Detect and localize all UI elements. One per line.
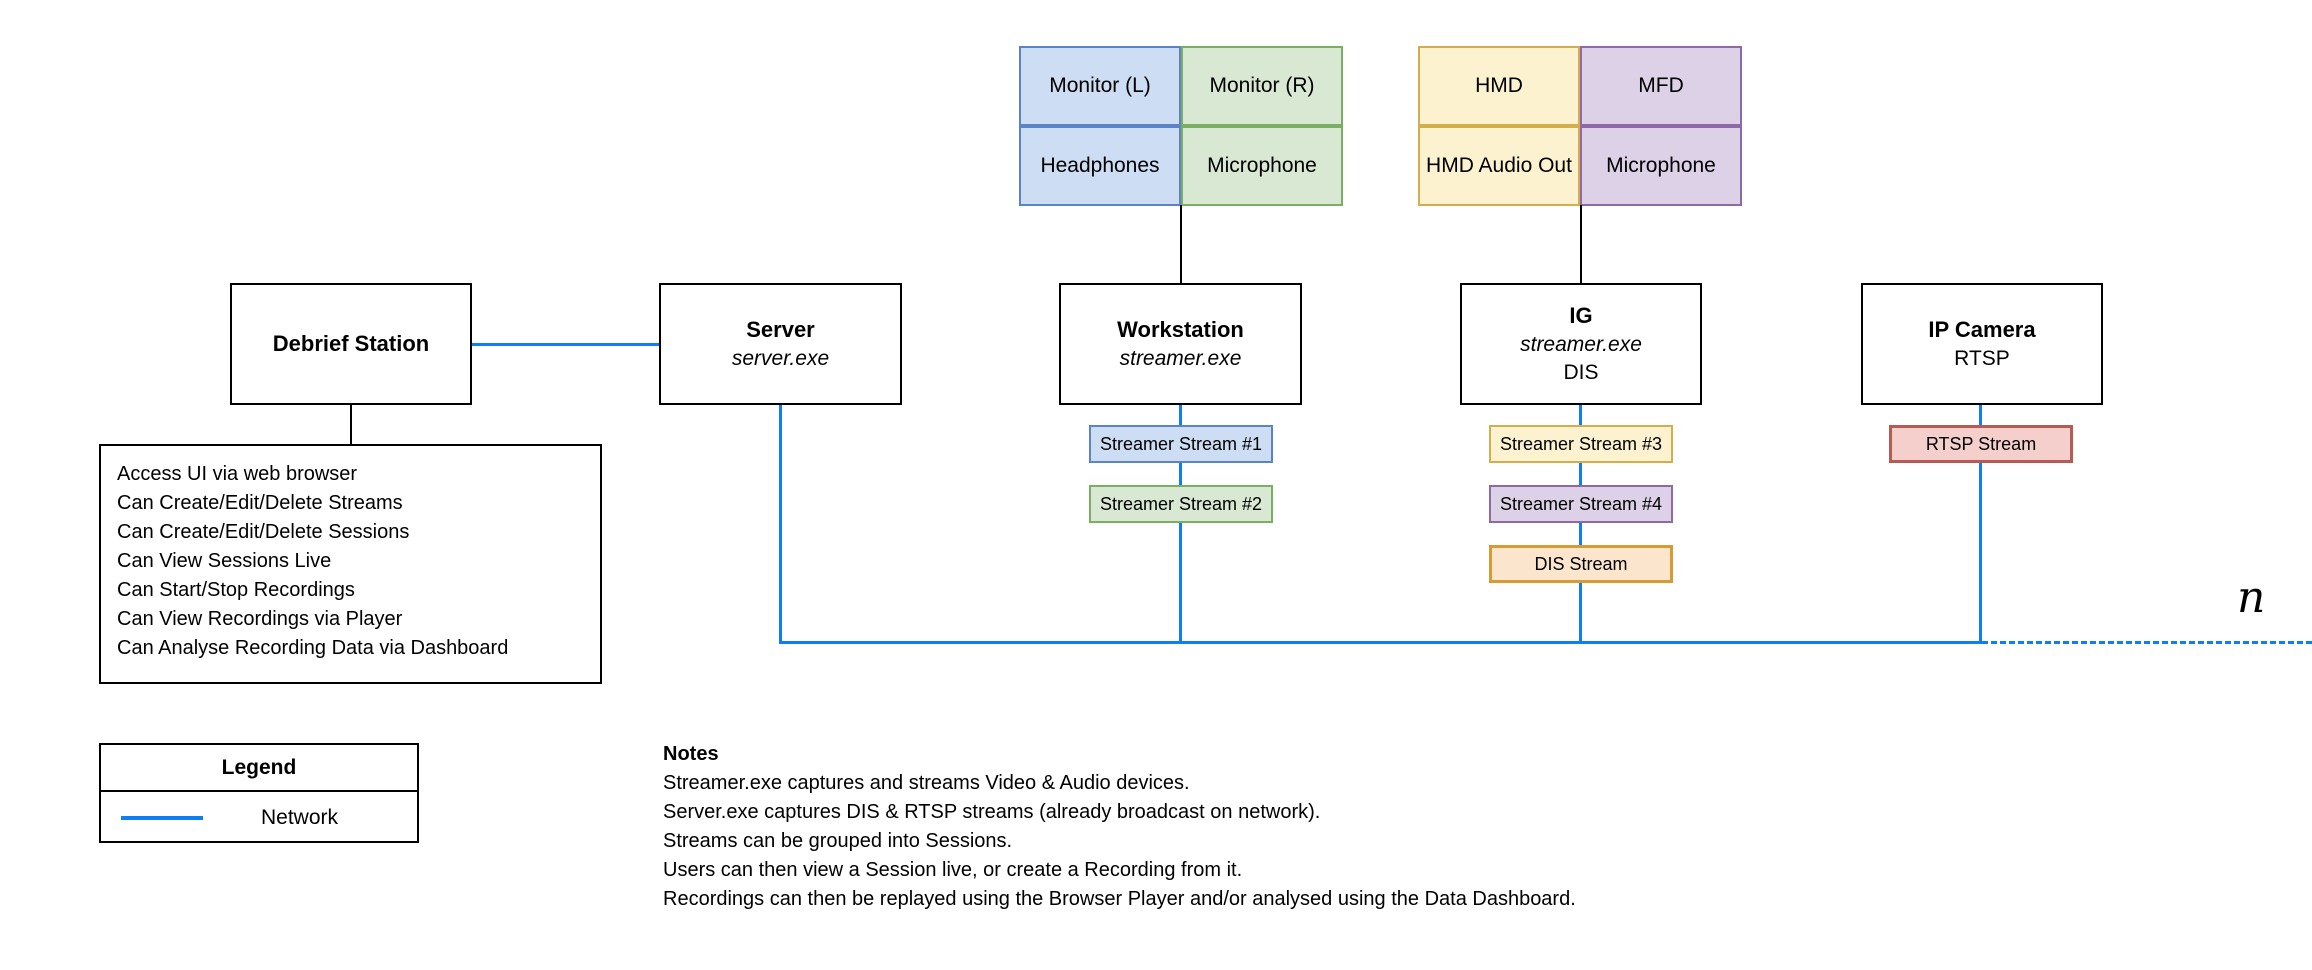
- capability-line: Can View Sessions Live: [117, 550, 332, 572]
- network-bus-solid: [779, 641, 1982, 644]
- capability-line: Can Start/Stop Recordings: [117, 579, 355, 601]
- network-line-swatch: [121, 815, 203, 820]
- debrief-capabilities-box: Access UI via web browser Can Create/Edi…: [99, 444, 602, 684]
- node-server: Server server.exe: [659, 283, 902, 405]
- device-microphone-workstation: Microphone: [1181, 126, 1343, 206]
- stream-streamer-1: Streamer Stream #1: [1089, 425, 1273, 463]
- notes-line: Streams can be grouped into Sessions.: [663, 830, 1013, 852]
- legend-title: Legend: [101, 745, 417, 792]
- node-subtitle: streamer.exe: [1520, 332, 1642, 356]
- device-monitor-right: Monitor (R): [1181, 46, 1343, 126]
- capability-line: Can Create/Edit/Delete Sessions: [117, 521, 410, 543]
- connector-debrief-capabilities: [350, 405, 352, 444]
- network-link-debrief-server: [472, 343, 659, 346]
- notes-line: Streamer.exe captures and streams Video …: [663, 772, 1190, 794]
- capability-line: Can Create/Edit/Delete Streams: [117, 492, 403, 514]
- device-headphones: Headphones: [1019, 126, 1181, 206]
- node-subtitle2: DIS: [1563, 360, 1599, 384]
- device-microphone-ig: Microphone: [1580, 126, 1742, 206]
- node-subtitle: server.exe: [731, 346, 830, 370]
- node-workstation: Workstation streamer.exe: [1059, 283, 1302, 405]
- capability-line: Can View Recordings via Player: [117, 608, 403, 630]
- stream-streamer-3: Streamer Stream #3: [1489, 425, 1673, 463]
- capability-line: Access UI via web browser: [117, 463, 358, 485]
- node-title: Server: [746, 316, 815, 342]
- network-drop-ip-camera: [1979, 405, 1982, 644]
- device-monitor-left: Monitor (L): [1019, 46, 1181, 126]
- network-bus-dashed: [1982, 641, 2312, 644]
- connector-devices-ig: [1580, 205, 1582, 283]
- node-subtitle: RTSP: [1954, 346, 2010, 370]
- ig-device-grid: HMD MFD HMD Audio Out Microphone: [1418, 46, 1742, 206]
- node-title: IG: [1569, 302, 1593, 328]
- stream-rtsp: RTSP Stream: [1889, 425, 2073, 463]
- node-ig: IG streamer.exe DIS: [1460, 283, 1702, 405]
- device-hmd: HMD: [1418, 46, 1580, 126]
- workstation-device-grid: Monitor (L) Monitor (R) Headphones Micro…: [1019, 46, 1343, 206]
- network-drop-ig: [1579, 405, 1582, 644]
- device-hmd-audio-out: HMD Audio Out: [1418, 126, 1580, 206]
- network-drop-server: [779, 405, 782, 644]
- legend-row-network: Network: [101, 792, 417, 843]
- stream-dis: DIS Stream: [1489, 545, 1673, 583]
- notes-line: Recordings can then be replayed using th…: [663, 888, 1576, 910]
- stream-streamer-4: Streamer Stream #4: [1489, 485, 1673, 523]
- node-title: Workstation: [1117, 316, 1244, 342]
- n-repetition-label: n: [2237, 572, 2266, 623]
- node-ip-camera: IP Camera RTSP: [1861, 283, 2103, 405]
- node-title: Debrief Station: [272, 331, 430, 357]
- notes-line: Users can then view a Session live, or c…: [663, 859, 1243, 881]
- capability-line: Can Analyse Recording Data via Dashboard: [117, 637, 509, 659]
- connector-devices-workstation: [1180, 205, 1182, 283]
- legend: Legend Network: [99, 743, 419, 843]
- stream-streamer-2: Streamer Stream #2: [1089, 485, 1273, 523]
- network-drop-workstation: [1179, 405, 1182, 644]
- node-debrief-station: Debrief Station: [230, 283, 472, 405]
- notes-line: Server.exe captures DIS & RTSP streams (…: [663, 801, 1321, 823]
- legend-network-label: Network: [261, 805, 339, 829]
- notes-title: Notes: [663, 743, 719, 765]
- node-subtitle: streamer.exe: [1119, 346, 1242, 370]
- device-mfd: MFD: [1580, 46, 1742, 126]
- notes-block: Notes Streamer.exe captures and streams …: [663, 740, 1843, 914]
- node-title: IP Camera: [1928, 316, 2036, 342]
